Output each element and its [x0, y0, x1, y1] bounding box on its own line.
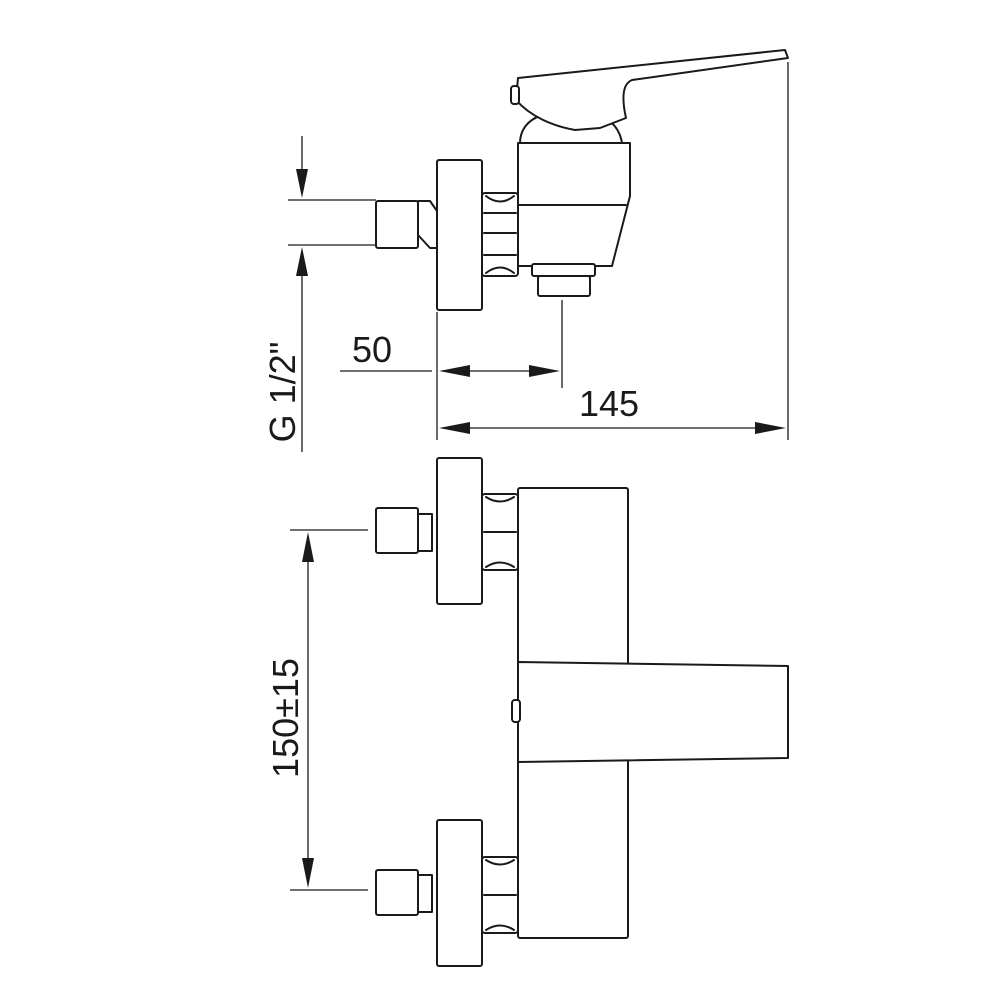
thread-size-label: G 1/2" [262, 342, 303, 443]
total-depth-label: 145 [579, 383, 639, 424]
inlet-distance-label: 50 [352, 329, 392, 370]
side-valve-body [517, 142, 631, 267]
inlet-distance-dimension: 50 [352, 329, 560, 377]
top-lever-handle [511, 661, 789, 763]
side-inlet-pipe [375, 200, 447, 249]
side-wall-flange [436, 159, 483, 311]
upper-inlet-assembly [375, 457, 519, 605]
lower-inlet-assembly [375, 819, 519, 967]
side-outlet-connector [531, 263, 596, 297]
center-distance-label: 150±15 [265, 658, 306, 778]
side-hex-nut [481, 192, 519, 277]
top-view: 150±15 [265, 457, 789, 967]
side-lever-handle [510, 49, 789, 131]
center-distance-dimension: 150±15 [265, 532, 314, 888]
side-view: G 1/2" 50 145 [262, 49, 789, 452]
top-extension-lines [290, 529, 368, 891]
thread-size-dimension: G 1/2" [262, 136, 308, 452]
total-depth-dimension: 145 [439, 383, 786, 434]
side-extension-lines [288, 62, 789, 440]
